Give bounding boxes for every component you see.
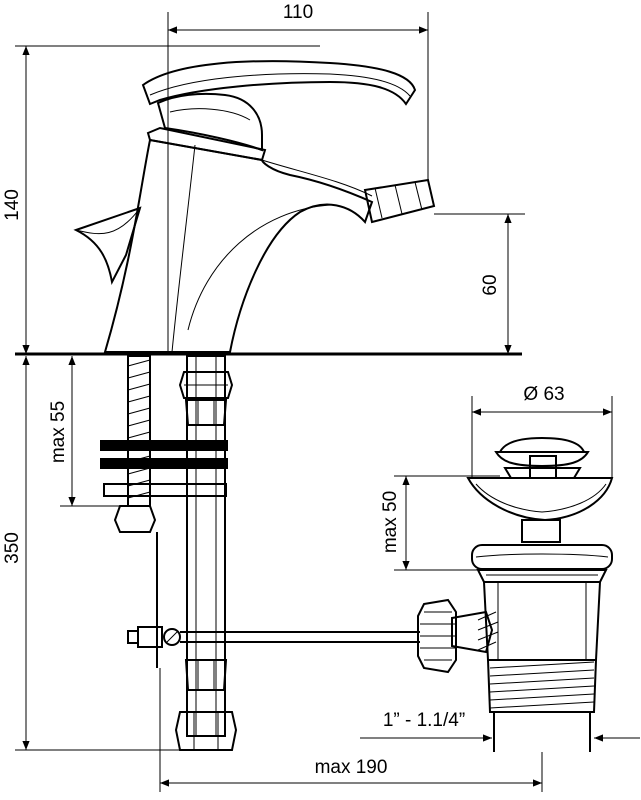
dim-max-reach: max 190: [315, 757, 388, 778]
aerator-nozzle: [363, 178, 436, 224]
dim-width-top: 110: [283, 2, 313, 23]
connecting-rod: [127, 626, 420, 648]
dim-height-total: 140: [2, 189, 23, 221]
popup-knob: [73, 206, 142, 286]
cartridge-cap: [146, 126, 267, 162]
dimension-labels: 110 140 60 350 max 55 Ø 63 max 50 1” - 1…: [2, 2, 565, 778]
flex-hose: [186, 355, 226, 737]
fixing-plate-top: [100, 440, 228, 451]
mixer-body: [73, 60, 436, 353]
fixing-plate-bottom: [100, 458, 228, 469]
dim-thread: 1” - 1.1/4”: [383, 710, 465, 731]
hose-fitting-upper: [178, 371, 234, 426]
popup-waste: [417, 436, 614, 752]
dim-under-depth: 350: [2, 532, 23, 564]
under-deck-assembly: [100, 355, 420, 751]
fixing-nut: [113, 505, 157, 533]
dimension-lines: [15, 12, 640, 792]
hose-fitting-lower: [174, 659, 238, 751]
dim-spout-height: 60: [480, 274, 501, 295]
lever-handle: [141, 60, 417, 106]
knurled-nut: [417, 598, 457, 674]
dim-waste-height: max 50: [380, 491, 401, 553]
lever-neck: [156, 92, 263, 152]
main-body: [103, 138, 374, 353]
dim-waste-diameter: Ø 63: [523, 384, 564, 405]
fixing-washer: [103, 483, 227, 497]
dim-deck-max: max 55: [48, 401, 69, 463]
